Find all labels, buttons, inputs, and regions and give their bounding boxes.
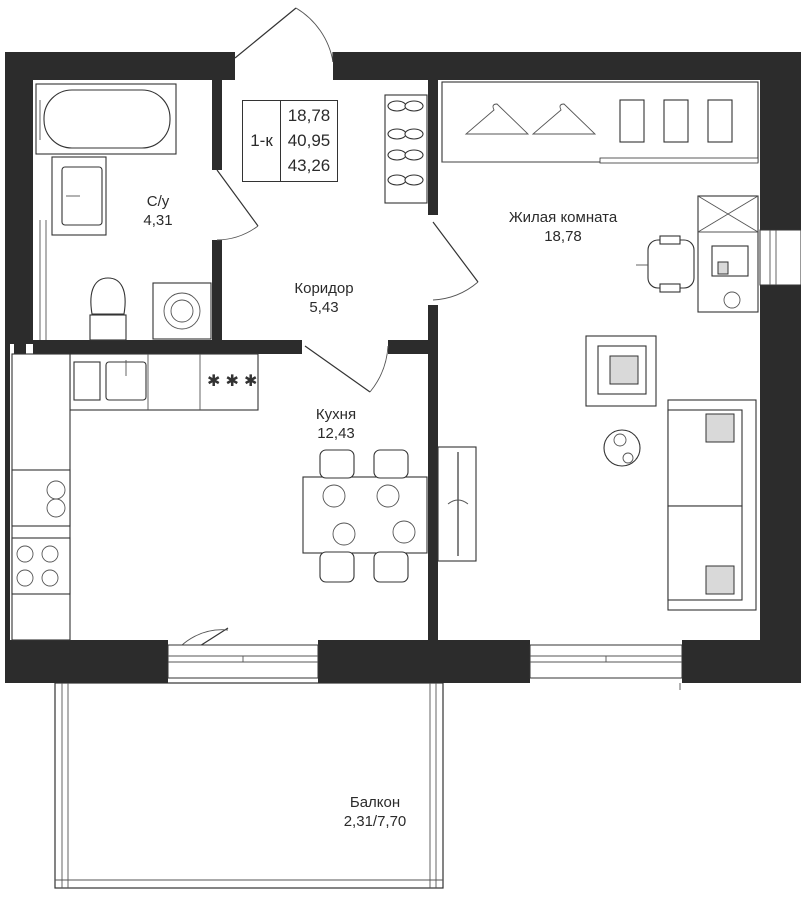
apartment-summary: 1-к 18,78 40,95 43,26 (242, 100, 338, 182)
apartment-type: 1-к (243, 101, 281, 181)
room-name: С/у (146, 193, 170, 210)
kettle-area (11, 469, 71, 527)
room-area: 18,78 (544, 228, 582, 245)
right-window (759, 229, 801, 286)
living-door (432, 221, 479, 301)
bathtub (35, 83, 177, 155)
desk (697, 195, 759, 313)
room-label-living: Жилая комната 18,78 (488, 208, 638, 246)
office-chair (636, 235, 695, 293)
room-label-balcony: Балкон 2,31/7,70 (320, 793, 430, 831)
room-area: 12,43 (317, 425, 355, 442)
bathroom-sink (51, 156, 107, 236)
entrance-door (234, 7, 334, 63)
tv (437, 446, 477, 562)
walls (5, 52, 801, 683)
room-label-bathroom: С/у 4,31 (128, 192, 188, 230)
room-name: Кухня (315, 406, 357, 423)
shoe-rack (384, 94, 428, 204)
sofa (667, 399, 757, 611)
cooktop-counter: ✱ ✱ ✱ (207, 371, 257, 390)
living-area-value: 18,78 (287, 106, 331, 125)
living-window (529, 644, 683, 679)
room-name: Коридор (294, 280, 354, 297)
room-area: 2,31/7,70 (343, 813, 407, 830)
coffee-table (603, 429, 641, 467)
room-label-corridor: Коридор 5,43 (276, 279, 372, 317)
room-area: 5,43 (309, 299, 339, 316)
kitchen-door (304, 345, 389, 393)
armchair (585, 335, 657, 407)
toilet (89, 277, 127, 341)
dining-table (302, 449, 428, 583)
room-name: Жилая комната (508, 209, 618, 226)
balcony-structure (54, 682, 444, 889)
washing-machine (152, 282, 212, 340)
total-area-value: 40,95 (287, 131, 331, 150)
room-name: Балкон (349, 794, 401, 811)
wardrobe (441, 81, 759, 164)
stove (11, 537, 71, 595)
kitchen-window (167, 644, 319, 679)
total-area-with-balcony-value: 43,26 (287, 156, 331, 175)
bathroom-door (216, 169, 259, 241)
room-area: 4,31 (143, 212, 173, 229)
kitchen-sink (73, 360, 147, 401)
room-label-kitchen: Кухня 12,43 (296, 405, 376, 443)
svg-text:✱ ✱ ✱: ✱ ✱ ✱ (207, 371, 257, 390)
